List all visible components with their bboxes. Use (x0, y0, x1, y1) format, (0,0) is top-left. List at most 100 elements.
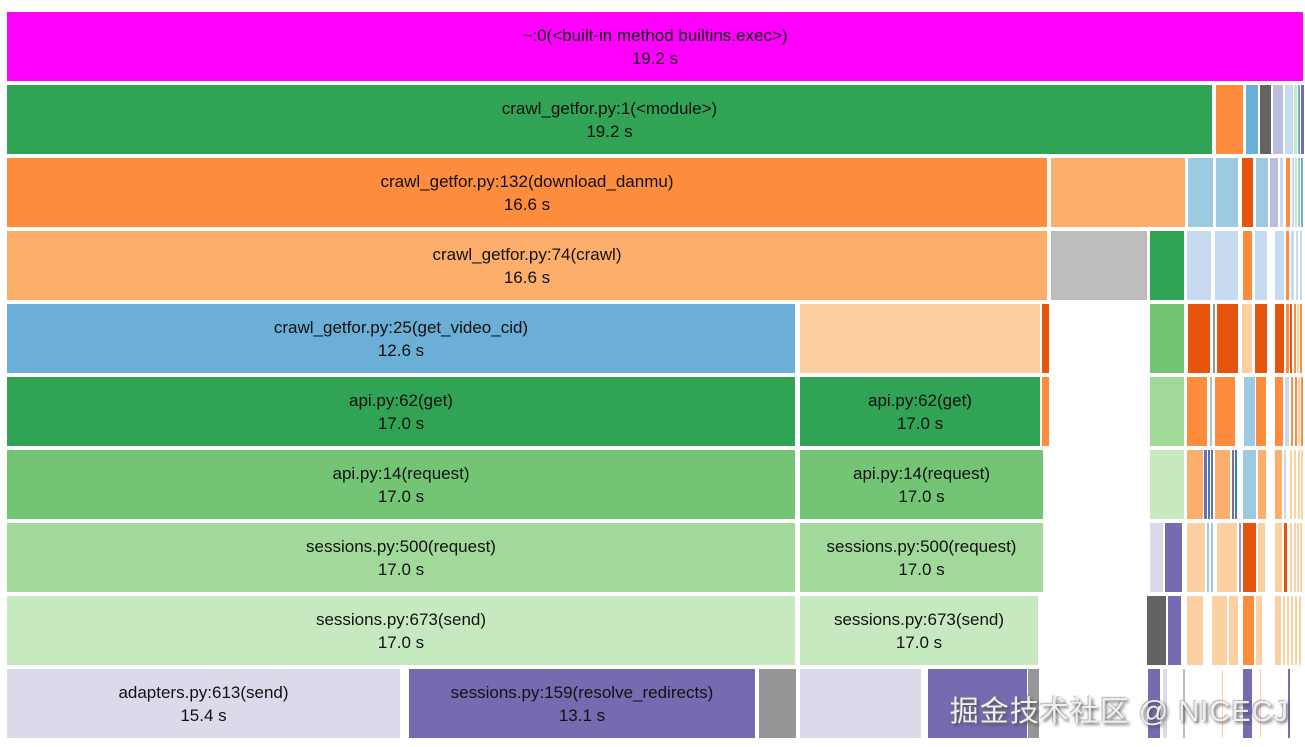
frame-bar[interactable] (1275, 377, 1283, 446)
frame-bar[interactable] (1275, 523, 1282, 592)
frame-bar[interactable] (1275, 450, 1282, 519)
frame-bar[interactable] (1301, 450, 1303, 519)
frame-bar[interactable] (1150, 231, 1184, 300)
frame-download-danmu[interactable]: crawl_getfor.py:132(download_danmu)16.6 … (7, 158, 1047, 227)
frame-sessions-send-2[interactable]: sessions.py:673(send)17.0 s (800, 596, 1038, 665)
frame-bar[interactable] (1256, 596, 1262, 665)
frame-bar[interactable] (1150, 377, 1184, 446)
frame-bar[interactable] (1285, 377, 1289, 446)
frame-bar[interactable] (1284, 450, 1286, 519)
frame-bar[interactable] (1188, 304, 1210, 373)
frame-bar[interactable] (1300, 304, 1302, 373)
frame-bar[interactable] (1255, 304, 1267, 373)
frame-bar[interactable] (1229, 596, 1238, 665)
frame-bar[interactable] (1187, 596, 1203, 665)
frame-bar[interactable] (1243, 450, 1256, 519)
frame-api-get[interactable]: api.py:62(get)17.0 s (7, 377, 795, 446)
frame-bar[interactable] (1280, 158, 1283, 227)
frame-bar[interactable] (1188, 158, 1213, 227)
frame-bar[interactable] (1260, 85, 1271, 154)
frame-bar[interactable] (1204, 450, 1207, 519)
frame-bar[interactable] (1297, 523, 1299, 592)
frame-bar[interactable] (1301, 85, 1304, 154)
frame-bar[interactable] (1028, 669, 1039, 738)
frame-bar[interactable] (1300, 231, 1302, 300)
frame-bar[interactable] (1288, 669, 1290, 738)
frame-bar[interactable] (1294, 450, 1296, 519)
frame-bar[interactable] (1295, 596, 1297, 665)
frame-bar[interactable] (1051, 231, 1147, 300)
frame-bar[interactable] (1148, 669, 1160, 738)
frame-bar[interactable] (1215, 231, 1238, 300)
frame-bar[interactable] (1187, 231, 1211, 300)
frame-bar[interactable] (1246, 85, 1258, 154)
frame-bar[interactable] (1217, 523, 1237, 592)
frame-bar[interactable] (1216, 158, 1238, 227)
frame-bar[interactable] (800, 669, 921, 738)
frame-bar[interactable] (1298, 450, 1300, 519)
frame-bar[interactable] (1285, 85, 1293, 154)
frame-bar[interactable] (1286, 231, 1289, 300)
frame-bar[interactable] (759, 669, 796, 738)
frame-bar[interactable] (1211, 450, 1213, 519)
frame-bar[interactable] (1255, 231, 1267, 300)
frame-bar[interactable] (1256, 377, 1266, 446)
frame-bar[interactable] (1256, 158, 1268, 227)
frame-bar[interactable] (1235, 450, 1237, 519)
frame-bar[interactable] (1286, 304, 1289, 373)
frame-bar[interactable] (1291, 377, 1293, 446)
frame-resolve-redirects[interactable]: sessions.py:159(resolve_redirects)13.1 s (409, 669, 755, 738)
frame-bar[interactable] (800, 304, 1040, 373)
frame-bar[interactable] (1292, 158, 1294, 227)
frame-bar[interactable] (1291, 231, 1294, 300)
frame-bar[interactable] (1291, 596, 1293, 665)
frame-bar[interactable] (1301, 158, 1303, 227)
frame-bar[interactable] (1242, 158, 1253, 227)
frame-bar[interactable] (1187, 523, 1205, 592)
frame-sessions-request-2[interactable]: sessions.py:500(request)17.0 s (800, 523, 1043, 592)
frame-bar[interactable] (1275, 304, 1284, 373)
frame-bar[interactable] (1150, 450, 1184, 519)
frame-bar[interactable] (1299, 596, 1301, 665)
frame-bar[interactable] (1286, 158, 1290, 227)
frame-bar[interactable] (1290, 304, 1292, 373)
frame-bar[interactable] (1244, 377, 1255, 446)
frame-bar[interactable] (928, 669, 1027, 738)
frame-bar[interactable] (1215, 377, 1235, 446)
frame-bar[interactable] (1217, 304, 1238, 373)
frame-bar[interactable] (1273, 85, 1283, 154)
frame-bar[interactable] (1210, 377, 1212, 446)
frame-bar[interactable] (1298, 377, 1300, 446)
frame-bar[interactable] (1296, 231, 1298, 300)
frame-bar[interactable] (1283, 596, 1285, 665)
frame-bar[interactable] (1051, 158, 1185, 227)
frame-bar[interactable] (1290, 523, 1292, 592)
frame-bar[interactable] (1168, 596, 1181, 665)
frame-bar[interactable] (1243, 669, 1252, 738)
frame-bar[interactable] (1212, 596, 1227, 665)
frame-bar[interactable] (1294, 85, 1297, 154)
frame-crawl[interactable]: crawl_getfor.py:74(crawl)16.6 s (7, 231, 1047, 300)
frame-bar[interactable] (1232, 450, 1234, 519)
frame-bar[interactable] (1183, 669, 1185, 738)
frame-builtins-exec[interactable]: ~:0(<built-in method builtins.exec>)19.2… (7, 12, 1303, 81)
frame-bar[interactable] (1216, 85, 1243, 154)
frame-bar[interactable] (1239, 523, 1241, 592)
frame-bar[interactable] (1215, 450, 1230, 519)
frame-bar[interactable] (1294, 523, 1296, 592)
frame-bar[interactable] (1243, 523, 1256, 592)
frame-bar[interactable] (1213, 304, 1215, 373)
frame-bar[interactable] (1187, 377, 1207, 446)
frame-bar[interactable] (1295, 158, 1297, 227)
frame-bar[interactable] (1290, 450, 1292, 519)
frame-sessions-send[interactable]: sessions.py:673(send)17.0 s (7, 596, 795, 665)
frame-bar[interactable] (1150, 523, 1163, 592)
frame-bar[interactable] (1298, 158, 1300, 227)
frame-bar[interactable] (1163, 669, 1167, 738)
frame-bar[interactable] (1165, 523, 1182, 592)
frame-bar[interactable] (1150, 304, 1184, 373)
frame-bar[interactable] (1147, 596, 1166, 665)
frame-bar[interactable] (1270, 158, 1278, 227)
frame-bar[interactable] (1297, 304, 1299, 373)
frame-bar[interactable] (1211, 523, 1213, 592)
